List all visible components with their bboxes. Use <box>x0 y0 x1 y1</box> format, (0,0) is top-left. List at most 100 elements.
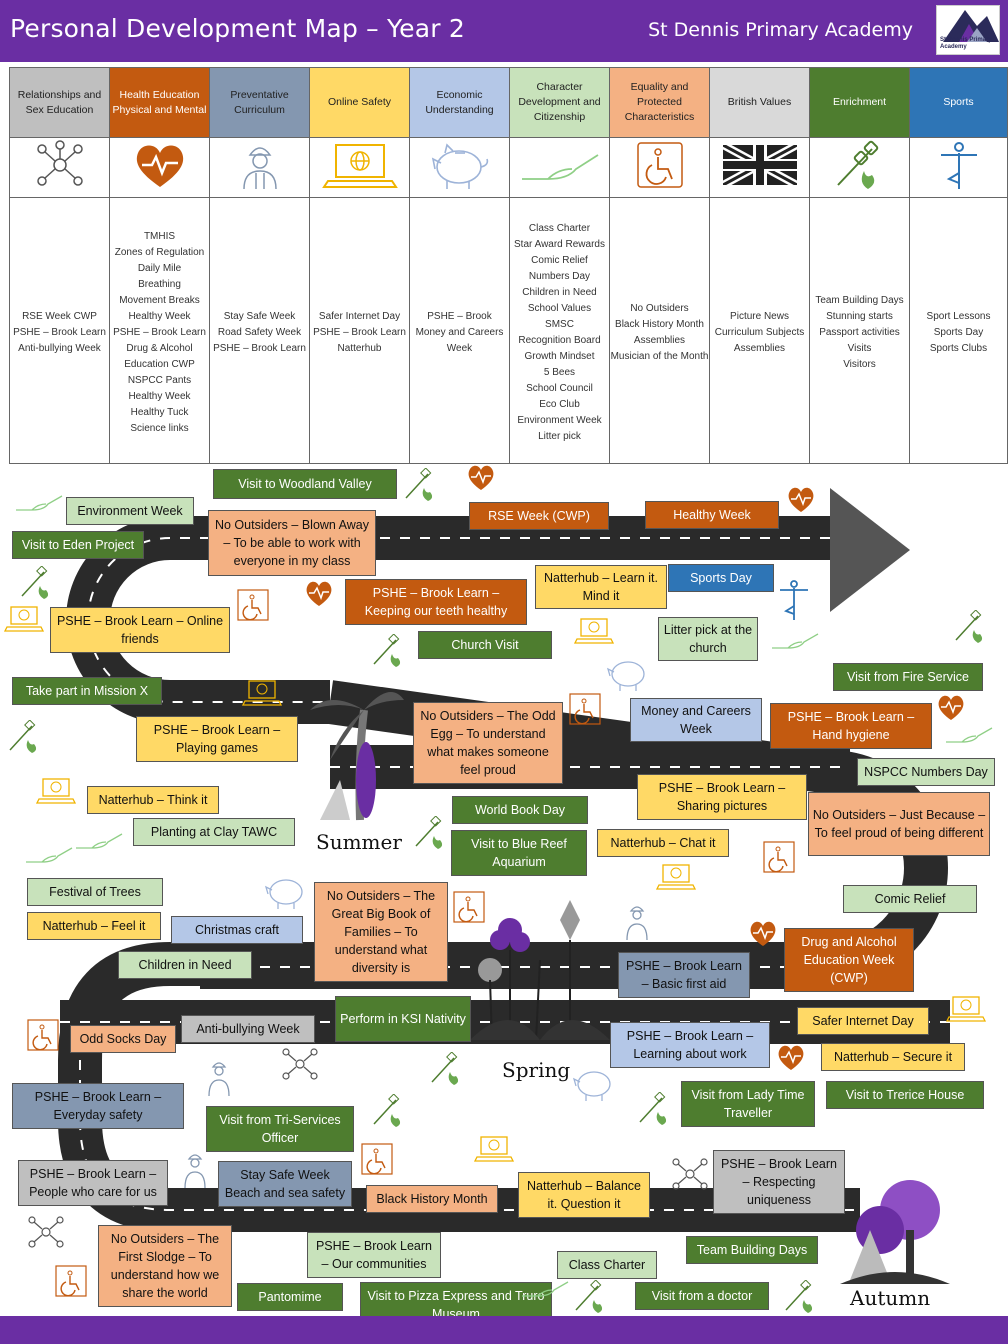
event-box: Visit from Fire Service <box>833 663 983 691</box>
helping-hand-icon <box>509 137 610 198</box>
event-box: PSHE – Brook Learn – Everyday safety <box>12 1083 184 1129</box>
event-box: Natterhub – Chat it <box>597 829 729 857</box>
marshmallow-fire-icon <box>405 468 433 501</box>
column-item: Movement Breaks <box>119 294 200 306</box>
heart-pulse-icon <box>750 921 776 946</box>
event-box: No Outsiders – The First Slodge – To und… <box>98 1225 232 1307</box>
column-item: Growth Mindset <box>524 350 595 362</box>
event-box: Take part in Mission X <box>12 677 162 705</box>
wheelchair-icon <box>237 589 269 621</box>
event-box: Team Building Days <box>686 1236 818 1264</box>
curriculum-grid: Relationships and Sex Education Health E… <box>9 67 1008 464</box>
marshmallow-fire-icon <box>21 566 49 599</box>
autumn-trees-icon <box>840 1180 950 1284</box>
column-item: Curriculum Subjects <box>714 326 805 338</box>
laptop-globe-icon <box>574 618 614 644</box>
marshmallow-fire-icon <box>809 137 910 198</box>
column-item: Picture News <box>730 310 789 322</box>
event-box: Healthy Week <box>645 501 779 529</box>
season-summer: Summer <box>316 830 402 854</box>
marshmallow-fire-icon <box>431 1052 459 1085</box>
helping-hand-icon <box>76 833 123 849</box>
column-item: 5 Bees <box>543 366 576 378</box>
marshmallow-fire-icon <box>415 816 443 849</box>
col-header-sports: Sports <box>909 67 1008 138</box>
event-box: Visit to Eden Project <box>12 531 144 559</box>
event-box: Natterhub – Balance it. Question it <box>518 1172 650 1218</box>
event-box: PSHE – Brook Learn – Keeping our teeth h… <box>345 579 527 625</box>
piggy-bank-icon <box>264 879 303 909</box>
column-item: Natterhub <box>337 342 382 354</box>
column-item: Healthy Tuck <box>130 406 189 418</box>
network-people-icon <box>282 1048 318 1080</box>
wheelchair-icon <box>569 693 601 725</box>
column-item: Comic Relief <box>531 254 588 266</box>
event-box: Litter pick at the church <box>658 617 758 661</box>
event-box: World Book Day <box>452 796 588 824</box>
col-header-rse: Relationships and Sex Education <box>9 67 110 138</box>
column-item: Sport Lessons <box>926 310 991 322</box>
heart-pulse-icon <box>306 581 332 606</box>
worker-person-icon <box>208 1062 230 1097</box>
event-box: PSHE – Brook Learn – Online friends <box>50 607 230 653</box>
col-header-preventative: Preventative Curriculum <box>209 67 310 138</box>
column-item: Black History Month <box>615 318 704 330</box>
school-logo: St Dennis Primary Academy <box>936 5 1000 55</box>
palm-tree-icon <box>310 692 404 821</box>
page-footer <box>0 1316 1008 1344</box>
column-item: Visits <box>847 342 872 354</box>
event-box: Environment Week <box>66 497 194 525</box>
event-box: PSHE – Brook Learn – Basic first aid <box>618 952 750 998</box>
column-item: SMSC <box>545 318 574 330</box>
event-box: Anti-bullying Week <box>181 1015 315 1043</box>
column-item: PSHE – Brook <box>427 310 492 322</box>
event-box: RSE Week (CWP) <box>469 502 609 530</box>
event-box: No Outsiders – Just Because – To feel pr… <box>808 792 990 856</box>
season-spring: Spring <box>502 1058 571 1082</box>
wheelchair-icon <box>27 1019 59 1051</box>
event-box: NSPCC Numbers Day <box>857 758 995 786</box>
column-item: PSHE – Brook Learn <box>213 342 306 354</box>
column-item: Drug & Alcohol Education CWP <box>124 342 195 370</box>
helping-hand-icon <box>772 633 819 649</box>
event-box: Safer Internet Day <box>797 1007 929 1035</box>
event-box: No Outsiders – The Great Big Book of Fam… <box>314 882 448 982</box>
worker-person-icon <box>626 906 648 941</box>
marshmallow-fire-icon <box>955 610 983 643</box>
column-item: Star Award Rewards <box>514 238 605 250</box>
column-item: Environment Week <box>517 414 602 426</box>
col-header-enrichment: Enrichment <box>809 67 910 138</box>
column-item: PSHE – Brook Learn <box>313 326 406 338</box>
event-box: No Outsiders – The Odd Egg – To understa… <box>413 702 563 784</box>
helping-hand-icon <box>522 1281 569 1297</box>
event-box: Visit to Trerice House <box>826 1081 984 1109</box>
col-header-british-values: British Values <box>709 67 810 138</box>
wheelchair-icon <box>453 891 485 923</box>
heart-pulse-icon <box>109 137 210 198</box>
event-box: Black History Month <box>366 1185 498 1213</box>
column-item: Musician of the Month <box>610 350 709 362</box>
column-item: PSHE – Brook Learn <box>13 326 106 338</box>
event-box: PSHE – Brook Learn – Hand hygiene <box>770 703 932 749</box>
column-item: Children in Need <box>522 286 597 298</box>
logo-text: St Dennis Primary Academy <box>940 37 992 50</box>
event-box: Stay Safe Week Beach and sea safety <box>218 1161 352 1207</box>
network-people-icon <box>672 1158 708 1190</box>
event-box: Visit from Lady Time Traveller <box>681 1081 815 1127</box>
event-box: Class Charter <box>557 1251 657 1279</box>
column-item: RSE Week CWP <box>22 310 97 322</box>
column-item: Money and Careers Week <box>415 326 504 354</box>
column-item: Safer Internet Day <box>318 310 401 322</box>
school-name: St Dennis Primary Academy <box>648 19 913 41</box>
heart-pulse-icon <box>788 487 814 512</box>
column-item: Litter pick <box>538 430 581 442</box>
col-header-economic: Economic Understanding <box>409 67 510 138</box>
event-box: Comic Relief <box>843 885 977 913</box>
